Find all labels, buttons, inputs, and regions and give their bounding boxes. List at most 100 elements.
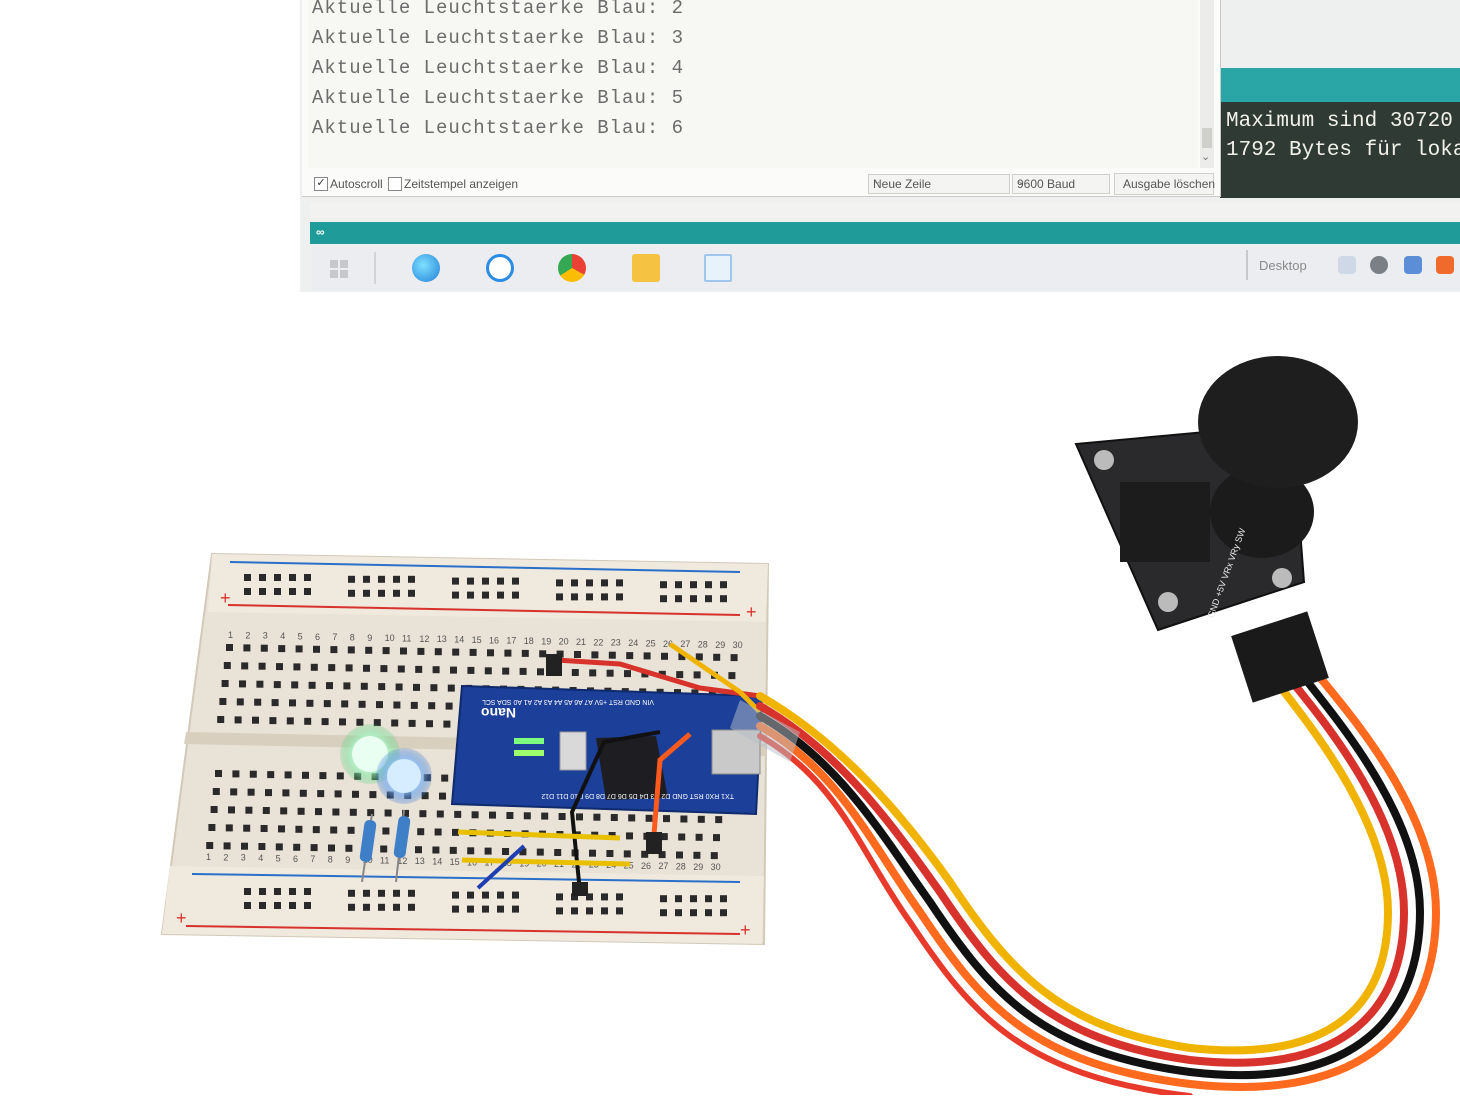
tray-icon[interactable] [1370, 256, 1388, 274]
column-number: 6 [315, 632, 320, 642]
ide-footer-band: ∞ [310, 222, 1460, 244]
breadboard-hole [304, 902, 311, 909]
column-number: 28 [698, 639, 708, 649]
nano-label: Nano [481, 705, 516, 721]
breadboard-hole [345, 844, 353, 852]
breadboard-hole [273, 681, 281, 689]
breadboard-hole [400, 647, 407, 655]
cable-tape [730, 700, 800, 762]
clear-output-button[interactable]: Ausgabe löschen [1114, 173, 1215, 195]
serial-line: Aktuelle Leuchtstaerke Blau: 4 [312, 57, 685, 79]
mount-hole [1272, 568, 1292, 588]
serial-monitor-window: Aktuelle Leuchtstaerke Blau: 2 Aktuelle … [302, 0, 1221, 197]
scroll-thumb[interactable] [1202, 128, 1212, 148]
skype-icon[interactable] [486, 254, 514, 282]
breadboard-hole [391, 719, 399, 727]
autoscroll-checkbox[interactable]: ✓ [314, 177, 328, 191]
breadboard-hole [286, 717, 294, 725]
column-number: 23 [611, 638, 621, 648]
window-app-icon[interactable] [704, 254, 732, 282]
horizontal-scrollbar[interactable] [310, 202, 1460, 218]
column-number: 11 [380, 856, 389, 866]
breadboard-hole [606, 669, 614, 677]
breadboard-hole [408, 589, 415, 597]
breadboard-hole [310, 844, 318, 852]
breadboard-hole [676, 671, 684, 679]
mount-hole [1158, 592, 1178, 612]
taskbar-divider [374, 252, 376, 284]
breadboard-hole [661, 652, 668, 660]
breadboard-hole [445, 702, 453, 710]
breadboard-hole [678, 833, 686, 841]
timestamp-label: Zeitstempel anzeigen [404, 177, 519, 191]
breadboard-hole [259, 588, 266, 595]
breadboard-hole [347, 826, 355, 834]
breadboard-hole [376, 701, 383, 709]
resistors [359, 809, 411, 883]
breadboard-hole [626, 652, 634, 660]
breadboard-hole [352, 790, 359, 798]
breadboard-hole [521, 649, 529, 657]
breadboard-hole [243, 644, 251, 652]
breadboard-hole [571, 907, 578, 915]
breadboard-hole [680, 815, 688, 823]
tray-icon[interactable] [1436, 256, 1454, 274]
breadboard-hole [695, 833, 703, 841]
breadboard-hole [519, 667, 527, 675]
breadboard-hole [693, 671, 701, 679]
breadboard-hole [291, 681, 299, 689]
desktop-toolbar-label[interactable]: Desktop [1259, 258, 1307, 273]
breadboard-hole [289, 588, 296, 595]
column-number: 2 [245, 630, 250, 640]
breadboard-hole [393, 589, 400, 597]
tray-icon[interactable] [1338, 256, 1356, 274]
scroll-down-icon[interactable]: ⌄ [1201, 151, 1211, 163]
breadboard-hole [373, 719, 381, 727]
tray-icon[interactable] [1404, 256, 1422, 274]
serial-scrollbar[interactable]: ⌄ [1200, 0, 1214, 168]
green-led [352, 736, 388, 772]
breadboard-hole [593, 813, 601, 821]
column-number: 26 [641, 861, 651, 871]
timestamp-checkbox[interactable] [388, 177, 402, 191]
breadboard-hole [504, 649, 512, 657]
breadboard-hole [378, 903, 385, 911]
edge-icon[interactable] [412, 254, 440, 282]
breadboard-hole [626, 832, 633, 840]
breadboard-hole [297, 807, 305, 815]
baud-select[interactable]: 9600 Baud ⌄ [1012, 174, 1110, 194]
breadboard-hole [295, 825, 303, 833]
breadboard-hole [245, 806, 253, 814]
breadboard-hole [244, 888, 251, 895]
breadboard-hole [382, 647, 390, 655]
breadboard-hole [274, 902, 281, 909]
pin-header [546, 654, 562, 676]
column-number: 1 [206, 852, 211, 862]
breadboard-hole [402, 809, 409, 817]
chrome-icon[interactable] [558, 254, 586, 282]
file-explorer-icon[interactable] [632, 254, 660, 282]
breadboard-hole [306, 699, 314, 707]
breadboard-hole [408, 575, 415, 583]
breadboard-hole [497, 591, 504, 599]
breadboard-hole [258, 843, 266, 850]
breadboard-hole [284, 771, 292, 779]
breadboard-hole [471, 811, 479, 819]
breadboard-hole [571, 669, 579, 676]
line-ending-select[interactable]: Neue Zeile ⌄ [868, 174, 1010, 194]
column-number: 22 [593, 637, 603, 647]
windows-taskbar: Desktop [312, 246, 1460, 290]
windows-start-icon[interactable] [330, 260, 348, 278]
breadboard-hole [436, 810, 444, 818]
breadboard-hole [380, 845, 388, 853]
breadboard-hole [601, 907, 608, 915]
breadboard-hole [265, 789, 272, 797]
breadboard-hole [278, 825, 285, 833]
black-wire [569, 730, 661, 893]
breadboard-hole [571, 593, 578, 601]
breadboard-hole [210, 806, 218, 813]
resistor [359, 820, 377, 862]
column-number: 7 [310, 854, 315, 864]
column-number: 29 [715, 640, 725, 650]
rail-line-red [185, 925, 741, 935]
